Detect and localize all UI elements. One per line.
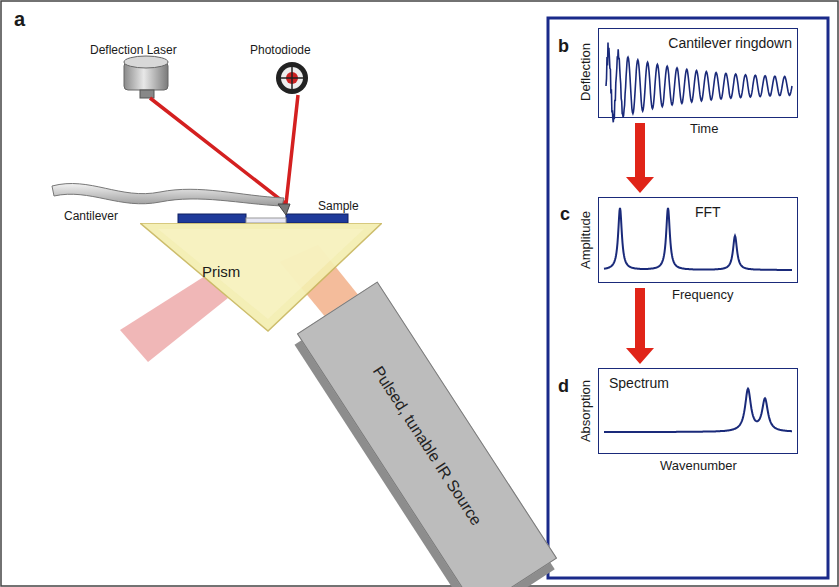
- plot-box: FFT: [598, 197, 798, 283]
- spectrum-curve: [604, 389, 792, 432]
- panel-letter: b: [558, 36, 569, 57]
- plot-title: FFT: [695, 204, 721, 220]
- result-panel: [548, 18, 828, 578]
- flow-arrow: [626, 288, 654, 364]
- part-name: Cantilever: [64, 210, 118, 224]
- plot-box: Spectrum: [598, 368, 798, 454]
- laser-icon: [124, 56, 168, 98]
- plot-title: Cantilever ringdown: [668, 35, 792, 51]
- part-name: Deflection Laser: [90, 44, 177, 58]
- ir-source-box: Pulsed, tunable IR Source: [297, 281, 557, 587]
- axis-label: Deflection: [579, 43, 594, 101]
- axis-label: Wavenumber: [660, 459, 737, 474]
- axis-label: Absorption: [579, 380, 594, 442]
- ir-beam-out: [120, 276, 228, 362]
- flow-arrow: [626, 123, 654, 193]
- plot-curves: [604, 43, 792, 432]
- panel-letter: d: [558, 376, 569, 397]
- panel-letter: c: [560, 204, 570, 225]
- axis-label: Frequency: [672, 288, 733, 303]
- node-label: Prism: [202, 263, 240, 280]
- photodiode-icon: [276, 62, 308, 94]
- part-name: Sample: [318, 200, 359, 214]
- part-name: Photodiode: [250, 44, 311, 58]
- ringdown-curve: [606, 43, 792, 123]
- axis-label: Amplitude: [579, 211, 594, 269]
- sample: [178, 214, 246, 223]
- laser-beam: [150, 95, 298, 204]
- node-label: Pulsed, tunable IR Source: [369, 363, 485, 529]
- plot-box: Cantilever ringdown: [598, 28, 798, 118]
- axis-label: Time: [690, 122, 718, 137]
- plot-title: Spectrum: [609, 375, 669, 391]
- panel-letter: a: [14, 8, 25, 31]
- sample: [286, 214, 348, 223]
